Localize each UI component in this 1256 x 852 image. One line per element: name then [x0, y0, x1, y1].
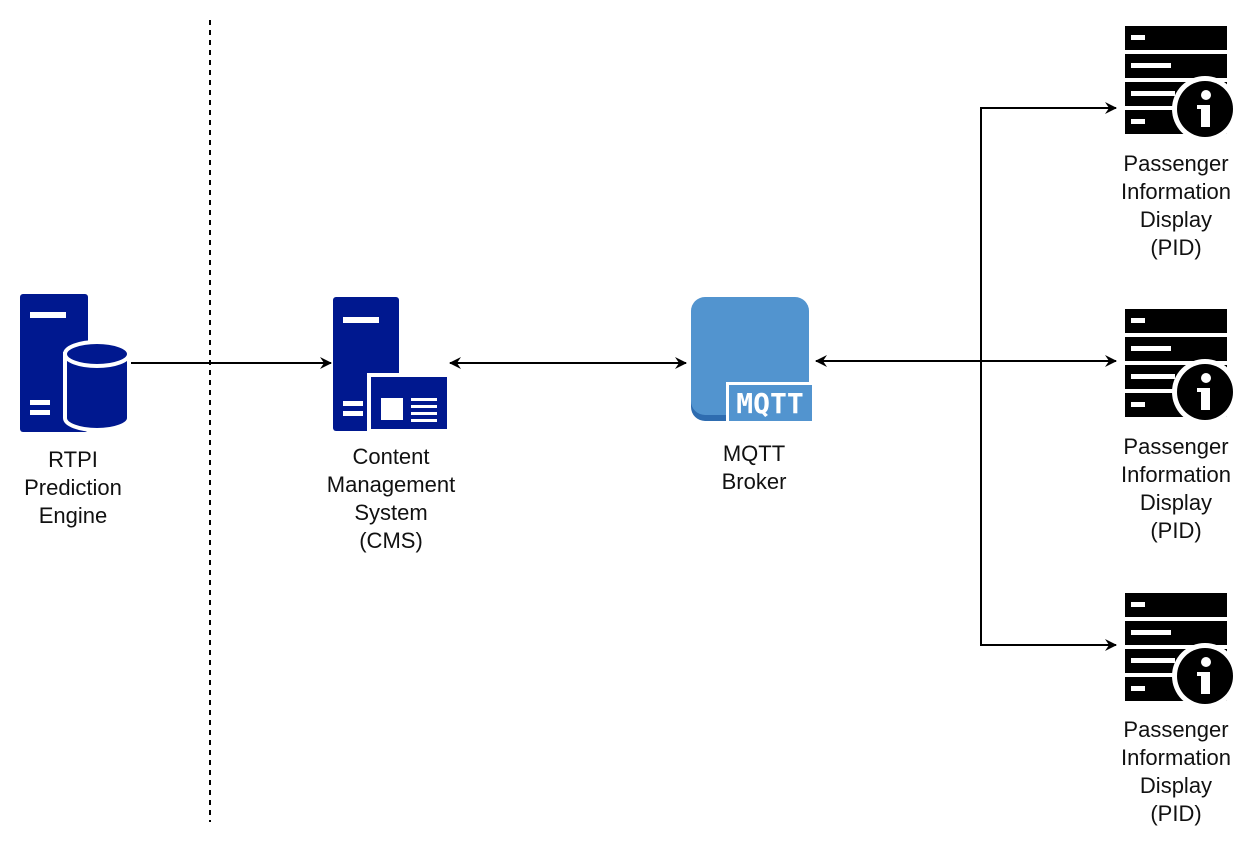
broker-label-line: MQTT — [722, 441, 786, 466]
broker-label-line: Broker — [721, 469, 787, 494]
information-display-icon — [1125, 309, 1238, 425]
pid-label-line: Display — [1139, 490, 1213, 515]
cms-label-line: Management — [326, 472, 456, 497]
rtpi-label: RTPI Prediction Engine — [24, 446, 122, 530]
pid-label-line: Passenger — [1123, 434, 1229, 459]
cms-label-line: Content — [352, 444, 430, 469]
rtpi-label-line: Prediction — [24, 475, 122, 500]
pid-label-line: Information — [1120, 745, 1232, 770]
information-display-icon — [1125, 26, 1238, 142]
information-display-icon — [1125, 593, 1238, 709]
pid-label-line: (PID) — [1150, 235, 1202, 260]
edge-to-pid-1 — [980, 102, 1117, 361]
database-server-icon — [20, 294, 131, 432]
connectors — [128, 102, 1117, 651]
pid-label-line: (PID) — [1150, 801, 1202, 826]
pid-label-line: Information — [1120, 462, 1232, 487]
pid-label-line: Passenger — [1123, 151, 1229, 176]
mqtt-icon: MQTT — [691, 297, 815, 424]
pid-label: Passenger Information Display (PID) — [1121, 433, 1231, 545]
edge-to-pid-3 — [980, 361, 1117, 651]
cms-label-line: (CMS) — [359, 528, 423, 553]
pid-label-line: Display — [1139, 773, 1213, 798]
pid-label-line: Information — [1120, 179, 1232, 204]
rtpi-label-line: RTPI — [48, 447, 98, 472]
broker-label: MQTT Broker — [722, 440, 787, 496]
pid-label-line: Display — [1139, 207, 1213, 232]
mqtt-icon-text: MQTT — [736, 387, 803, 420]
cms-label: Content Management System (CMS) — [327, 443, 455, 555]
pid-label-line: (PID) — [1150, 518, 1202, 543]
rtpi-label-line: Engine — [38, 503, 108, 528]
pid-label-line: Passenger — [1123, 717, 1229, 742]
cms-label-line: System — [354, 500, 428, 525]
pid-label: Passenger Information Display (PID) — [1121, 716, 1231, 828]
pid-label: Passenger Information Display (PID) — [1121, 150, 1231, 262]
web-server-icon — [333, 297, 451, 433]
